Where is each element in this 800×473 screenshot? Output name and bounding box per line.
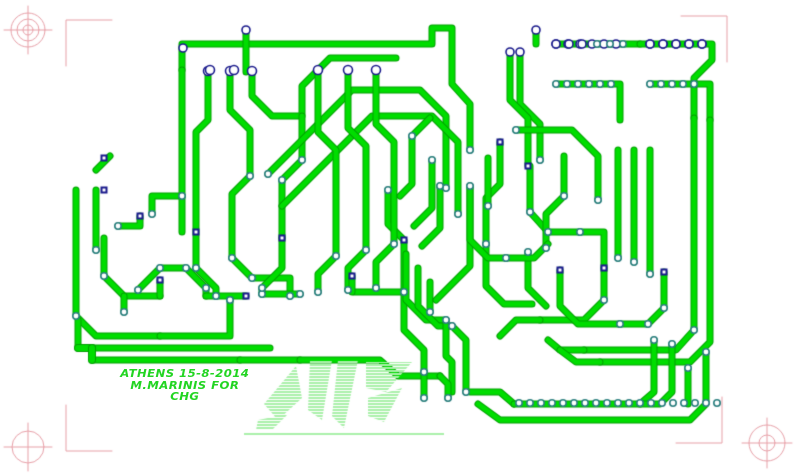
pcb-artwork-viewport: ATHENS 15-8-2014 M.MARINIS FOR CHG: [0, 0, 800, 473]
pcb-copper-layer-canvas: [0, 0, 800, 473]
